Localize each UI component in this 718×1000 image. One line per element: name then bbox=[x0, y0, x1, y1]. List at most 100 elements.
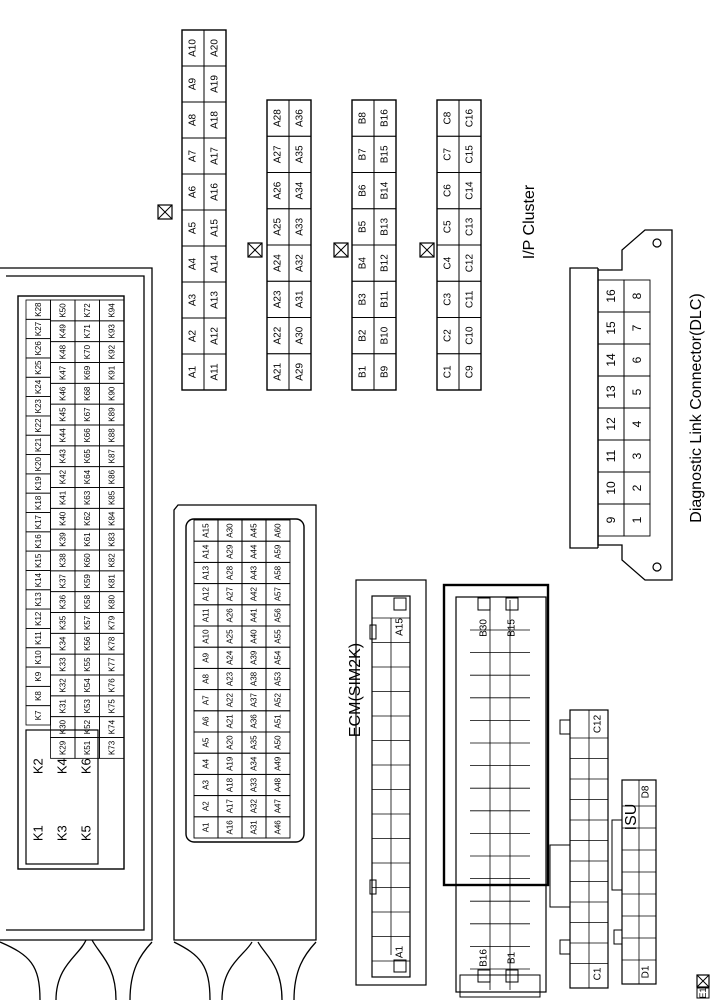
xbox-diagonal bbox=[696, 974, 710, 988]
ecm-a-pin: A33 bbox=[250, 777, 259, 792]
ecm-k-pin: K19 bbox=[34, 476, 43, 491]
ecm-a-pin: A46 bbox=[274, 820, 283, 835]
ip-block-c-pin: C5 bbox=[443, 220, 454, 233]
ecm-k-pin: K57 bbox=[83, 615, 92, 630]
isu-b-body bbox=[455, 596, 547, 993]
ecm-a-pin: A59 bbox=[274, 544, 283, 559]
ip-block-a1-pin: A6 bbox=[188, 185, 199, 198]
isu-d-tab bbox=[613, 929, 623, 945]
ecm-a-pin: A40 bbox=[250, 629, 259, 644]
ecm-k-pin: K76 bbox=[107, 678, 116, 693]
ecm-a-pin: A24 bbox=[226, 650, 235, 665]
dlc-pin: 5 bbox=[630, 388, 644, 395]
ecm-a-pin: A23 bbox=[226, 671, 235, 686]
dlc-pin: 1 bbox=[630, 516, 644, 523]
xbox-frame bbox=[333, 242, 349, 258]
ecm-k-pin: K62 bbox=[83, 511, 92, 526]
isu-a-key bbox=[393, 597, 407, 611]
ecm-a-housing bbox=[173, 504, 317, 941]
ip-block-c-pin: C1 bbox=[443, 365, 454, 378]
ecm-k-pin: K63 bbox=[83, 490, 92, 505]
ecm-a-connector bbox=[173, 504, 317, 1000]
dlc-pin: 14 bbox=[604, 353, 618, 367]
ip-block-b-pin: B8 bbox=[358, 112, 369, 125]
ecm-k-pin: K92 bbox=[107, 344, 116, 359]
ecm-k-pin: K42 bbox=[58, 469, 67, 484]
ecm-a-pin: A11 bbox=[202, 608, 211, 622]
ecm-a-pin: A47 bbox=[274, 799, 283, 814]
ip-block-a1-pin: A14 bbox=[210, 255, 221, 273]
ecm-k-pin: K67 bbox=[83, 407, 92, 422]
ip-x-marker-a2 bbox=[247, 242, 263, 258]
ip-block-c-pin: C3 bbox=[443, 293, 454, 306]
ecm-k-inner-rim bbox=[6, 275, 145, 931]
ecm-k-big-pin: K5 bbox=[79, 825, 94, 841]
ecm-k-pin: K81 bbox=[107, 574, 116, 589]
ecm-a-pins: A1A2A3A4A5A6A7A8A9A10A11A12A13A14A15A16A… bbox=[193, 519, 291, 839]
ecm-a-pin: A14 bbox=[202, 544, 211, 559]
ip-block-a1-pin: A4 bbox=[188, 257, 199, 270]
ip-block-b-pin: B5 bbox=[358, 220, 369, 233]
ecm-k-pin: K77 bbox=[107, 657, 116, 672]
isu-c-tab bbox=[559, 939, 571, 955]
dlc-pin: 15 bbox=[604, 321, 618, 335]
xbox-diagonal bbox=[333, 242, 349, 258]
ecm-k-pin: K48 bbox=[58, 344, 67, 359]
ecm-k-pin: K79 bbox=[107, 615, 116, 630]
ip-block-a1-pin: A11 bbox=[210, 363, 221, 380]
ecm-a-pin-field bbox=[185, 518, 305, 843]
isu-e-x-marker bbox=[696, 974, 710, 988]
ecm-a-pin: A16 bbox=[226, 820, 235, 835]
ip-block-a1-pin: A10 bbox=[188, 39, 199, 57]
ecm-k-pin: K80 bbox=[107, 594, 116, 609]
dlc-housing bbox=[597, 229, 673, 581]
ecm-k-pin: K86 bbox=[107, 469, 116, 484]
ip-block-a2-pin: A22 bbox=[273, 326, 284, 344]
dlc-pin: 12 bbox=[604, 417, 618, 431]
ecm-k-pin: K78 bbox=[107, 636, 116, 651]
dlc-pin: 2 bbox=[630, 484, 644, 491]
ecm-k-pin: K53 bbox=[83, 699, 92, 714]
ecm-a-pin: A38 bbox=[250, 671, 259, 686]
ecm-k-pin: K94 bbox=[107, 303, 116, 318]
ecm-k-pin: K34 bbox=[58, 636, 67, 651]
isu-b-pin-label: B30 bbox=[479, 619, 490, 637]
ecm-k-pin: K26 bbox=[34, 341, 43, 356]
ecm-a-pin: A36 bbox=[250, 714, 259, 729]
ip-block-c-pin: C11 bbox=[465, 290, 476, 308]
ecm-k-pin: K35 bbox=[58, 615, 67, 630]
ip-block-a2-pin: A33 bbox=[295, 218, 306, 236]
ecm-k-pin: K32 bbox=[58, 678, 67, 693]
dlc-pin: 4 bbox=[630, 420, 644, 427]
ecm-a-pin: A29 bbox=[226, 544, 235, 559]
dlc-pin: 9 bbox=[604, 516, 618, 523]
ecm-a-pin: A30 bbox=[226, 523, 235, 538]
ecm-a-pin: A9 bbox=[202, 652, 211, 662]
ecm-a-pin: A17 bbox=[226, 799, 235, 814]
isu-a-key bbox=[393, 959, 407, 973]
ip-block-b-pin: B10 bbox=[380, 326, 391, 344]
ecm-k-pin: K11 bbox=[34, 631, 43, 645]
ecm-k-pin: K33 bbox=[58, 657, 67, 672]
isu-d-pin-label: D1 bbox=[641, 965, 652, 978]
ecm-k-pin: K88 bbox=[107, 428, 116, 443]
ecm-k-pin: K87 bbox=[107, 449, 116, 464]
dlc-pin: 8 bbox=[630, 292, 644, 299]
ecm-a-pin: A15 bbox=[202, 523, 211, 538]
ecm-a-latch bbox=[173, 941, 317, 1000]
isu-a-pin-label: A15 bbox=[395, 618, 406, 636]
isu-c-tab bbox=[559, 719, 571, 735]
ip-block-b-pin: B4 bbox=[358, 257, 369, 270]
ecm-k-pin: K45 bbox=[58, 407, 67, 422]
ecm-k-pin: K60 bbox=[83, 553, 92, 568]
ecm-k-pin: K20 bbox=[34, 457, 43, 472]
xbox-diagonal bbox=[247, 242, 263, 258]
ecm-k-pin: K83 bbox=[107, 532, 116, 547]
ip-block-c-pin: C4 bbox=[443, 256, 454, 269]
ecm-k-pin: K8 bbox=[34, 691, 43, 701]
isu-a-outer bbox=[355, 579, 427, 986]
isu-a-tab bbox=[369, 879, 377, 895]
ip-block-c-frame bbox=[436, 99, 482, 391]
ip-block-a2-pin: A32 bbox=[295, 254, 306, 272]
